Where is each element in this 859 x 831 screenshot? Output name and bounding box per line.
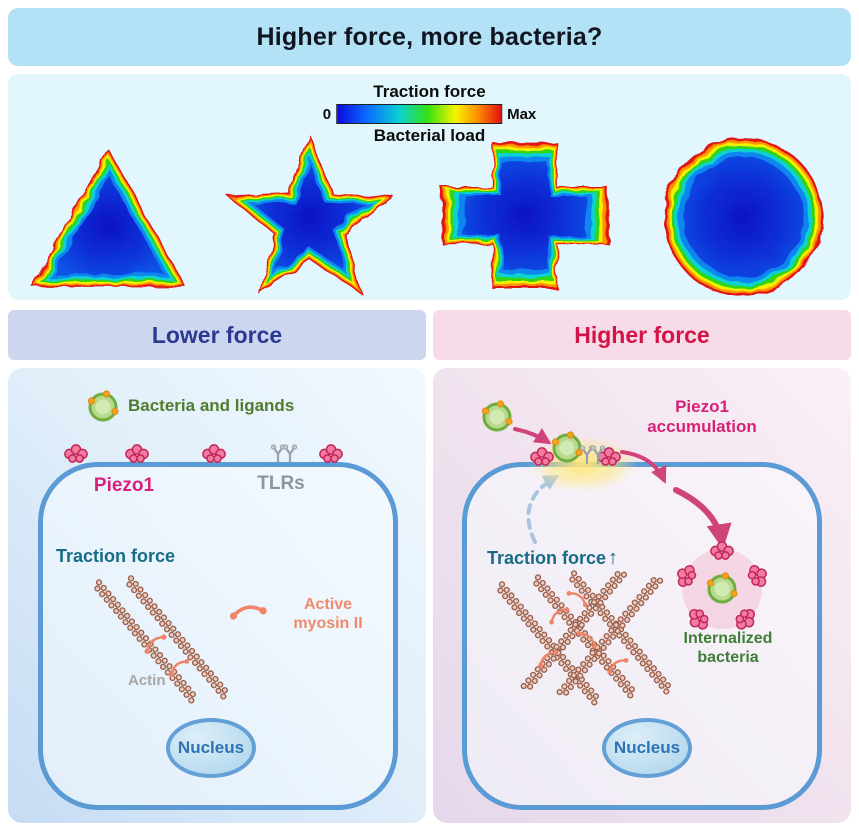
nucleus-lower: Nucleus	[166, 718, 256, 778]
bacteria-ligands-label: Bacteria and ligands	[128, 396, 295, 415]
nucleus-higher: Nucleus	[602, 718, 692, 778]
colorbar-subtitle: Bacterial load	[373, 126, 486, 145]
traction-force-text: Traction force	[487, 548, 607, 568]
heatmap-section: Traction force 0 Max Bacterial load	[8, 74, 851, 300]
actin-label: Actin	[128, 672, 166, 689]
higher-force-label: Higher force	[574, 321, 710, 348]
title-banner: Higher force, more bacteria?	[8, 8, 851, 66]
colorbar-min-label: 0	[322, 105, 332, 123]
nucleus-label: Nucleus	[177, 738, 245, 757]
piezo1-label: Piezo1	[93, 475, 155, 496]
higher-force-header: Higher force	[433, 310, 851, 360]
internalized-bacteria-label: Internalized bacteria	[683, 630, 773, 666]
colorbar-gradient	[336, 104, 503, 124]
active-myosin-label: Active myosin II	[293, 596, 363, 632]
lower-force-header: Lower force	[8, 310, 426, 360]
piezo1-accumulation-label: Piezo1 accumulation	[647, 397, 757, 437]
up-arrow-icon: ↑	[608, 547, 619, 569]
traction-force-label-higher: Traction force↑	[487, 547, 618, 571]
figure-title: Higher force, more bacteria?	[256, 22, 603, 51]
colorbar: 0 Max	[322, 104, 537, 124]
colorbar-title: Traction force	[373, 82, 486, 101]
lower-force-label: Lower force	[151, 321, 283, 348]
colorbar-max-label: Max	[507, 105, 537, 123]
tlrs-label: TLRs	[257, 473, 305, 494]
nucleus-label: Nucleus	[613, 738, 681, 757]
traction-force-label-lower: Traction force	[56, 546, 176, 566]
